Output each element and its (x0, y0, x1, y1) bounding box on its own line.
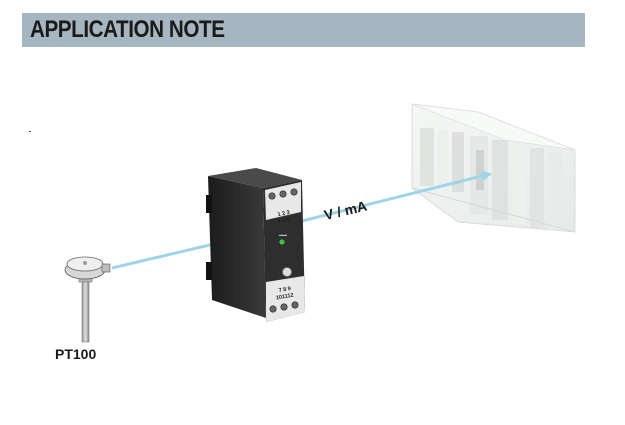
pt100-sensor (64, 256, 111, 343)
svg-text:▬▬: ▬▬ (279, 232, 287, 237)
page-title: APPLICATION NOTE (30, 16, 225, 43)
svg-text:101112: 101112 (276, 293, 295, 302)
svg-text:4 5 6: 4 5 6 (277, 217, 290, 225)
signal-conditioner-module: 1 2 3 4 5 6 ▬▬ 7 8 9 101112 (206, 168, 305, 322)
sensor-label: PT100 (55, 346, 97, 362)
signal-arrow-output (301, 171, 492, 223)
terminal-numbers-bottom: 7 8 9 (278, 286, 291, 294)
terminal-numbers-top: 1 2 3 (277, 210, 290, 218)
status-led (279, 239, 285, 245)
adjust-knob (282, 267, 292, 277)
stray-dot (29, 131, 31, 132)
header-banner: APPLICATION NOTE (22, 13, 585, 47)
plc-controller (411, 103, 576, 233)
